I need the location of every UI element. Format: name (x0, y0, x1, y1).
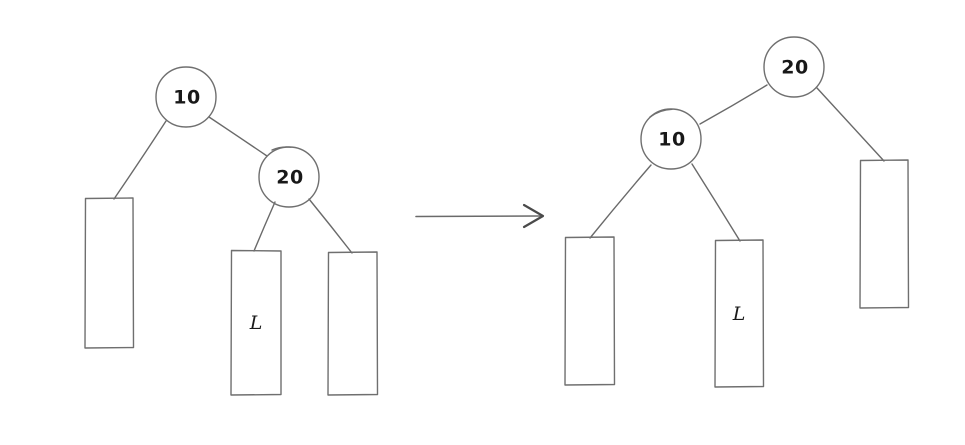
edge-left-child-to-left-subtree (589, 164, 652, 239)
subtree-box-label: L (249, 312, 263, 334)
tree-node-10[interactable]: 10 (640, 108, 702, 170)
edge-right-child-to-l-subtree (253, 201, 276, 252)
subtree-box (859, 159, 910, 309)
node-circle-overdraw (271, 146, 292, 151)
subtree-box (564, 236, 616, 386)
tree-node-10[interactable]: 10 (155, 66, 217, 128)
subtree-box-outline (327, 251, 379, 396)
subtree-box-outline (230, 249, 282, 396)
node-label: 20 (781, 57, 808, 79)
edge-root-to-right-subtree (816, 87, 885, 162)
after-edges (589, 84, 885, 242)
transition-arrow (415, 203, 545, 229)
after-nodes: 20 10 (640, 36, 825, 170)
before-nodes: 10 20 (155, 66, 320, 208)
subtree-box-outline (714, 239, 765, 388)
edge-root-to-right-child (208, 116, 268, 157)
subtree-box (327, 251, 379, 396)
subtree-box (84, 197, 135, 349)
node-label: 10 (173, 87, 200, 109)
node-circle-overdraw (649, 108, 673, 118)
edge-root-to-left-subtree (113, 120, 167, 200)
before-subtrees: L (84, 197, 379, 396)
tree-node-20[interactable]: 20 (763, 36, 825, 98)
right-arrow-head-icon (522, 203, 545, 229)
node-label: 20 (276, 167, 303, 189)
subtree-box-label: L (732, 303, 746, 325)
edge-left-child-to-root (699, 84, 768, 125)
right-arrow-icon (415, 215, 541, 218)
before-edges (113, 116, 353, 254)
node-circle (763, 36, 825, 98)
before-tree-group: L 10 20 (84, 66, 379, 396)
node-circle (258, 146, 320, 208)
node-circle (640, 108, 702, 170)
subtree-box-outline (859, 159, 910, 309)
edge-right-child-to-right-subtree (308, 198, 353, 254)
after-tree-group: L 20 10 (564, 36, 910, 388)
edge-left-child-to-l-subtree (691, 163, 741, 242)
after-subtrees: L (564, 159, 910, 388)
subtree-box-outline (84, 197, 135, 349)
subtree-box: L (230, 249, 282, 396)
node-circle (155, 66, 217, 128)
subtree-box-outline (564, 236, 616, 386)
subtree-box: L (714, 239, 765, 388)
node-label: 10 (658, 129, 685, 151)
tree-node-20[interactable]: 20 (258, 146, 320, 208)
